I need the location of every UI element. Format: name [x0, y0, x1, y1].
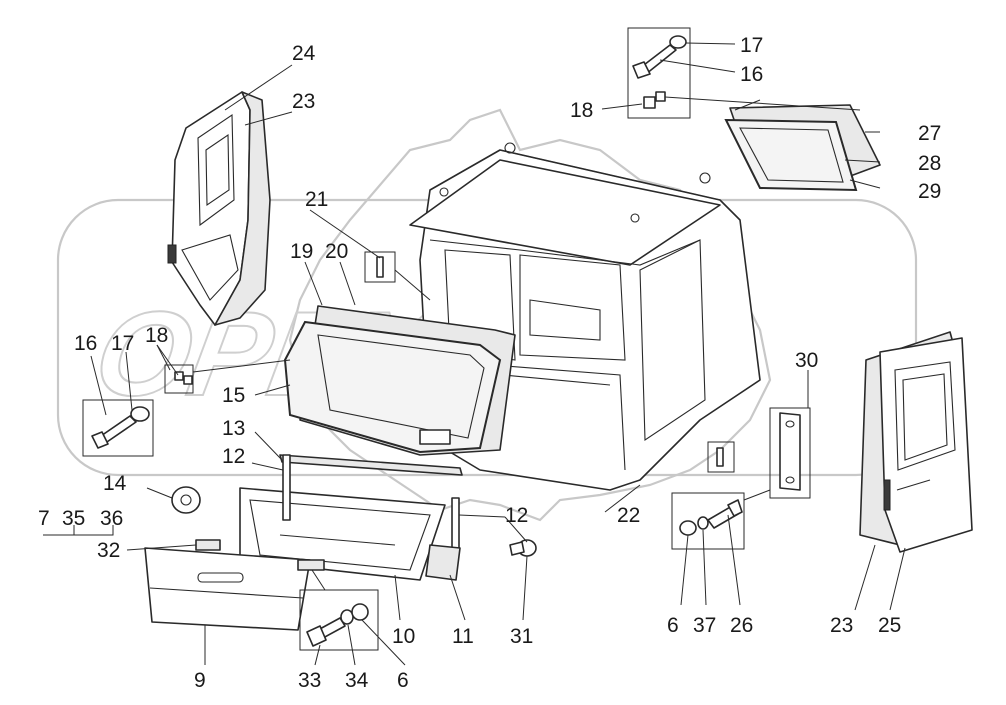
roof-window [724, 104, 881, 192]
fastener-box-top [627, 27, 691, 119]
label-32: 32 [97, 539, 120, 562]
label-12-left: 12 [222, 445, 245, 468]
label-21: 21 [305, 188, 328, 211]
label-18-left: 18 [145, 324, 168, 347]
label-11: 11 [452, 625, 474, 648]
label-7: 7 [38, 507, 50, 530]
label-30: 30 [795, 349, 818, 372]
fastener-box-left [82, 364, 194, 457]
label-6-bottom: 6 [397, 669, 409, 692]
callout-labels: 24 23 17 16 18 27 28 29 21 19 20 16 17 1… [38, 34, 941, 692]
label-37: 37 [693, 614, 716, 637]
label-19: 19 [290, 240, 313, 263]
bracket-22 [707, 441, 735, 473]
front-lower-panel [239, 454, 463, 581]
label-12-right: 12 [505, 504, 528, 527]
part-31 [509, 539, 537, 557]
label-25: 25 [878, 614, 901, 637]
bracket-30 [769, 407, 811, 499]
fastener-box-right [671, 492, 745, 550]
label-22: 22 [617, 504, 640, 527]
label-20: 20 [325, 240, 348, 263]
fastener-bottom [299, 589, 379, 651]
label-13: 13 [222, 417, 245, 440]
label-29: 29 [918, 180, 941, 203]
label-36: 36 [100, 507, 123, 530]
label-23-top: 23 [292, 90, 315, 113]
label-17-left: 17 [111, 332, 134, 355]
label-6-right: 6 [667, 614, 679, 637]
label-26: 26 [730, 614, 753, 637]
label-18-top: 18 [570, 99, 593, 122]
label-27: 27 [918, 122, 941, 145]
label-15: 15 [222, 384, 245, 407]
right-door [859, 331, 973, 553]
label-28: 28 [918, 152, 941, 175]
label-14: 14 [103, 472, 127, 495]
windshield [283, 305, 516, 456]
label-35: 35 [62, 507, 85, 530]
label-24-top: 24 [292, 42, 316, 65]
bracket-21 [364, 251, 396, 283]
label-34: 34 [345, 669, 369, 692]
label-17-top: 17 [740, 34, 763, 57]
label-16-left: 16 [74, 332, 97, 355]
label-9: 9 [194, 669, 206, 692]
cover-panel [144, 539, 325, 631]
leader-lines [43, 42, 906, 666]
label-31: 31 [510, 625, 533, 648]
label-10: 10 [392, 625, 415, 648]
label-16-top: 16 [740, 63, 763, 86]
part-14-disc [171, 486, 201, 514]
left-door [167, 91, 271, 326]
label-33: 33 [298, 669, 321, 692]
label-23-right: 23 [830, 614, 853, 637]
